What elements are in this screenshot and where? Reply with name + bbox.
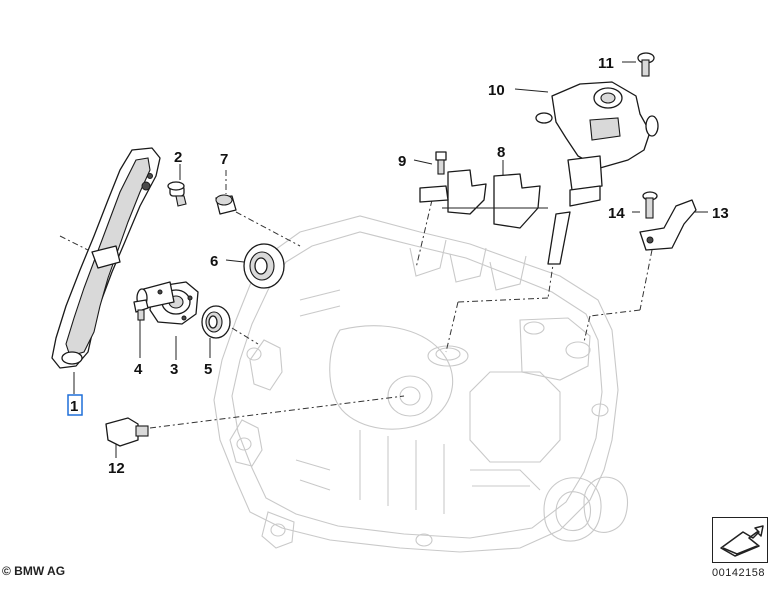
transmission-housing-ghost — [213, 215, 629, 553]
leader-lines — [59, 61, 708, 458]
callout-12[interactable]: 12 — [108, 460, 125, 477]
callout-10[interactable]: 10 — [488, 82, 505, 99]
part-11-bolt — [637, 52, 655, 77]
callouts: 1 2 3 4 5 6 7 8 9 10 11 12 13 14 — [67, 55, 729, 477]
callout-2[interactable]: 2 — [174, 149, 182, 166]
part-3-bearing-guide — [136, 281, 199, 325]
image-number: 00142158 — [712, 567, 765, 579]
arrow-down-left-icon — [720, 525, 764, 557]
part-13-bracket — [639, 199, 697, 251]
part-8-shift-forks — [419, 169, 548, 229]
callout-5[interactable]: 5 — [204, 361, 212, 378]
part-9-bolt — [435, 151, 447, 175]
callout-1[interactable]: 1 — [70, 398, 78, 415]
callout-13[interactable]: 13 — [712, 205, 729, 222]
part-14-bolt — [642, 191, 658, 219]
callout-6[interactable]: 6 — [210, 253, 218, 270]
callout-11[interactable]: 11 — [598, 55, 614, 72]
part-10-shift-module — [535, 81, 659, 265]
callout-14[interactable]: 14 — [608, 205, 625, 222]
part-4-bolt — [133, 299, 149, 321]
callout-9[interactable]: 9 — [398, 153, 406, 170]
nav-arrow-button[interactable] — [712, 517, 768, 563]
callout-1-highlight-box[interactable] — [67, 394, 83, 416]
part-1-release-fork — [51, 147, 161, 369]
callout-3[interactable]: 3 — [170, 361, 178, 378]
part-7-plug — [215, 194, 237, 215]
part-6-shaft-seal — [243, 243, 285, 289]
part-2-ball-pin — [167, 181, 187, 207]
part-12-switch — [105, 417, 149, 447]
copyright-text: © BMW AG — [2, 564, 66, 578]
callout-8[interactable]: 8 — [497, 144, 505, 161]
callout-7[interactable]: 7 — [220, 151, 228, 168]
callout-4[interactable]: 4 — [134, 361, 143, 378]
part-5-shaft-seal — [201, 305, 231, 339]
